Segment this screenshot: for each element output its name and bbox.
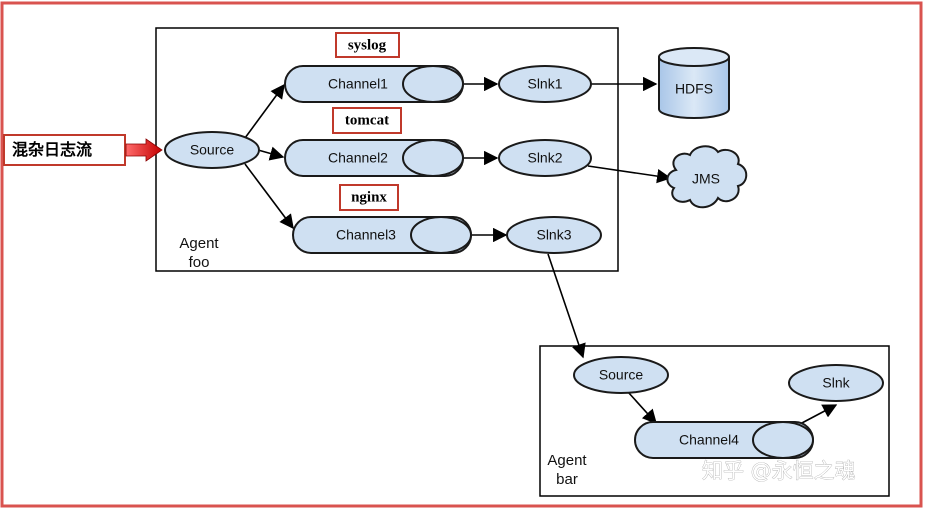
edge-source-channel2 bbox=[257, 146, 285, 161]
sink1-label: Slnk1 bbox=[527, 76, 562, 92]
agent-bar-label-line2: bar bbox=[556, 471, 578, 488]
edge-channel4-sink bbox=[799, 404, 838, 425]
edge-sink2-jms bbox=[587, 165, 672, 184]
foo-source-label: Source bbox=[190, 142, 235, 158]
channel3-node: Channel3 bbox=[292, 216, 472, 254]
tomcat-tag-label: tomcat bbox=[345, 112, 389, 128]
agent-foo-label-line1: Agent bbox=[179, 235, 219, 252]
sink2-node: Slnk2 bbox=[498, 139, 592, 177]
bar-source-label: Source bbox=[599, 367, 644, 383]
channel1-node: Channel1 bbox=[284, 65, 464, 103]
nginx-tag-label: nginx bbox=[351, 189, 387, 205]
channel4-label: Channel4 bbox=[679, 432, 739, 448]
agent-bar-label-line1: Agent bbox=[547, 452, 587, 469]
sink1-node: Slnk1 bbox=[498, 65, 592, 103]
jms-cloud-icon: JMS bbox=[666, 145, 748, 209]
sink2-label: Slnk2 bbox=[527, 150, 562, 166]
bar-source-node: Source bbox=[573, 356, 669, 394]
nginx-tag: nginx bbox=[339, 184, 399, 211]
channel2-label: Channel2 bbox=[328, 150, 388, 166]
hdfs-database-icon: HDFS bbox=[658, 47, 730, 119]
tomcat-tag: tomcat bbox=[332, 107, 402, 134]
input-stream-box bbox=[3, 134, 126, 166]
hdfs-label: HDFS bbox=[675, 81, 713, 97]
channel4-node: Channel4 bbox=[634, 421, 814, 459]
input-stream-label: 混杂日志流 bbox=[12, 140, 92, 159]
input-red-arrow bbox=[125, 138, 163, 162]
channel3-label: Channel3 bbox=[336, 227, 396, 243]
syslog-tag-label: syslog bbox=[348, 37, 387, 53]
edge-source-channel1 bbox=[244, 83, 285, 139]
channel2-node: Channel2 bbox=[284, 139, 464, 177]
edge-sink3-bar-source bbox=[547, 253, 586, 359]
bar-sink-label: Slnk bbox=[822, 375, 850, 391]
syslog-tag: syslog bbox=[335, 32, 400, 58]
bar-sink-node: Slnk bbox=[788, 364, 884, 402]
sink3-node: Slnk3 bbox=[506, 216, 602, 254]
sink3-label: Slnk3 bbox=[536, 227, 571, 243]
channel1-label: Channel1 bbox=[328, 76, 388, 92]
agent-foo-label-line2: foo bbox=[189, 254, 210, 271]
edge-source-channel3 bbox=[244, 163, 294, 230]
jms-label: JMS bbox=[692, 171, 720, 187]
foo-source-node: Source bbox=[164, 131, 260, 169]
agent-bar-box bbox=[539, 345, 890, 497]
edge-bar-source-channel4 bbox=[627, 391, 657, 425]
watermark: 知乎 @永恒之魂 bbox=[702, 459, 856, 483]
